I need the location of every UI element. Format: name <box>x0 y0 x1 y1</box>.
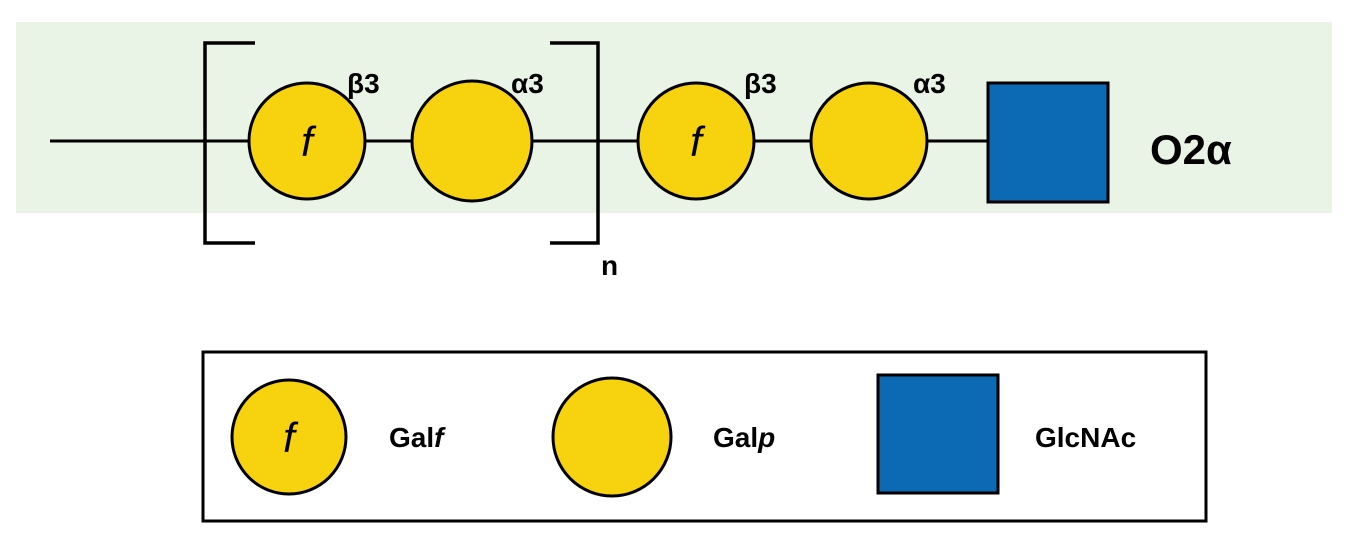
galf-residue-repeat: f <box>247 81 367 201</box>
legend-box <box>201 350 1208 523</box>
galp-residue-core <box>809 81 929 201</box>
legend-item-galp: Galp <box>551 376 775 498</box>
legend-galp-symbol <box>551 376 673 498</box>
legend-galf-symbol <box>230 378 348 496</box>
repeat-subscript-n: n <box>601 250 618 281</box>
legend-item-galf: f Galf <box>230 378 446 496</box>
linkage-label: β3 <box>347 68 380 99</box>
linkage-label: α3 <box>511 68 544 99</box>
galf-residue-core: f <box>636 81 756 201</box>
legend-glcnac-label: GlcNAc <box>1035 422 1136 453</box>
repeat-bracket-right <box>550 41 600 245</box>
structure-name: O2α <box>1150 126 1232 173</box>
legend-item-glcnac: GlcNAc <box>876 373 1136 495</box>
legend-galp-label: Galp <box>713 422 775 453</box>
legend-galf-label: Galf <box>389 422 446 453</box>
glcnac-residue <box>986 81 1110 204</box>
linkage-label: α3 <box>913 68 946 99</box>
repeat-bracket-left <box>203 41 255 245</box>
linkage-label: β3 <box>744 68 777 99</box>
legend-glcnac-symbol <box>876 373 1000 495</box>
galp-residue-repeat <box>410 79 534 203</box>
